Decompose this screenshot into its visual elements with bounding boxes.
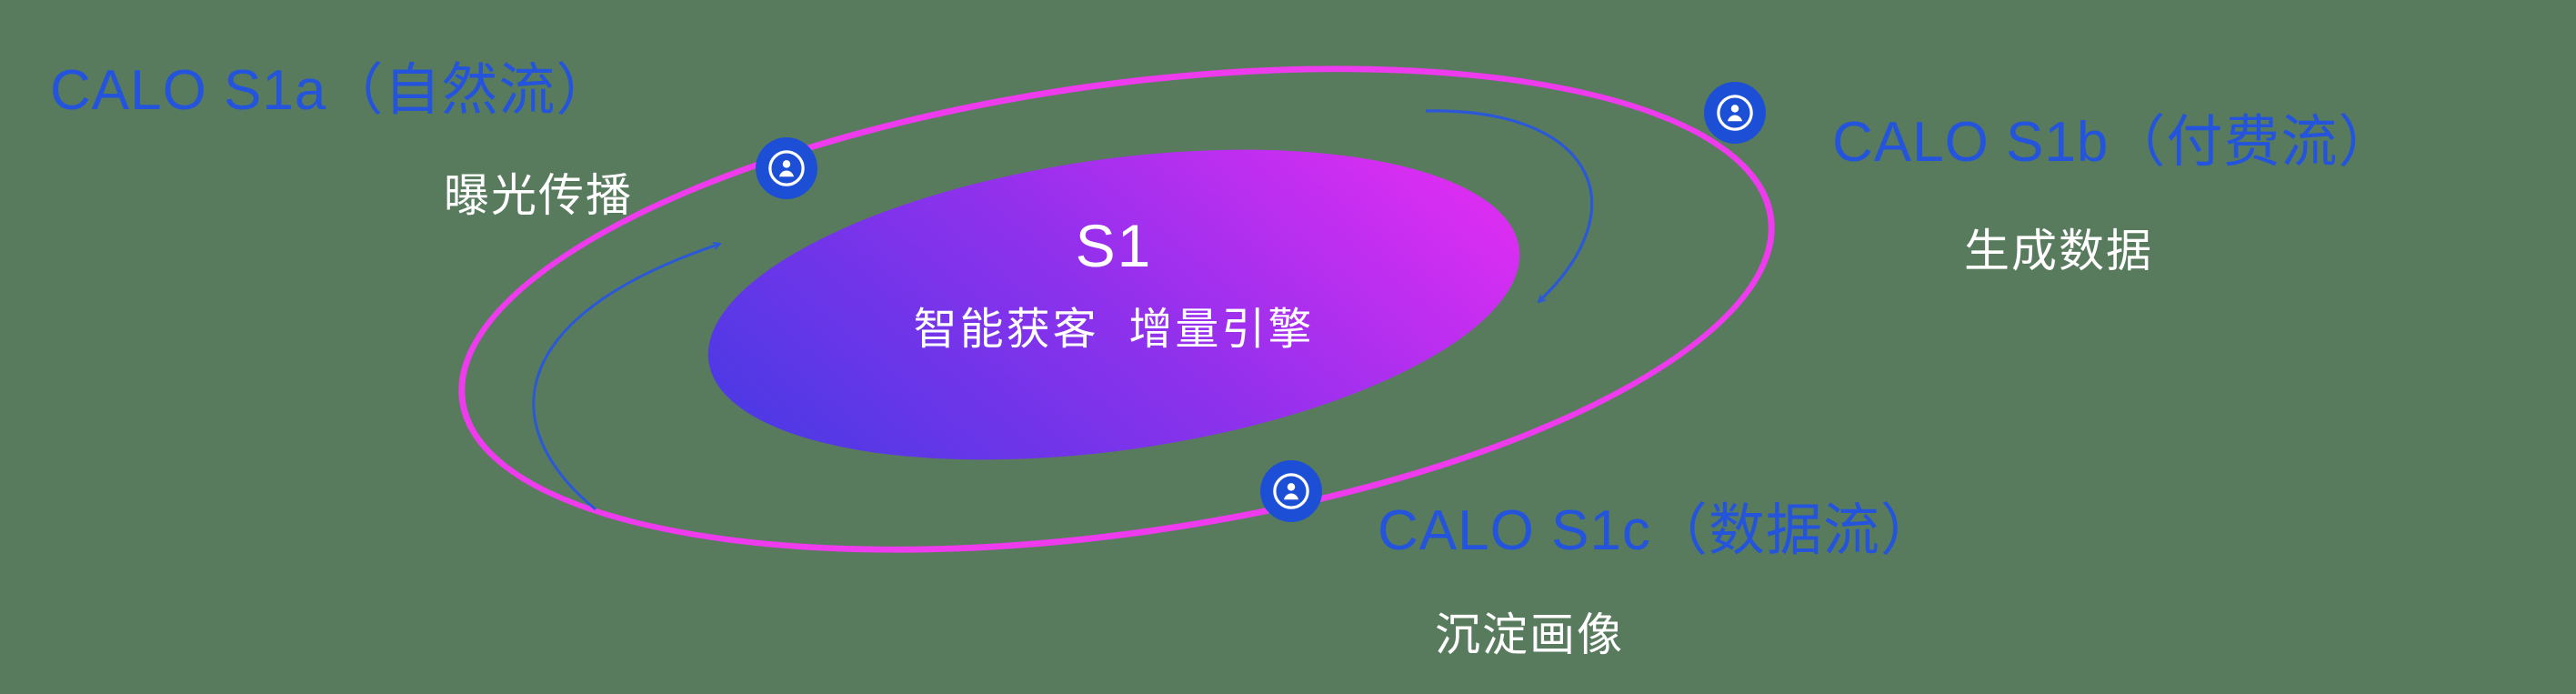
- core-text: S1 智能获客 增量引擎: [818, 211, 1409, 357]
- user-circle-icon: [759, 141, 814, 196]
- node-s1c-sublabel: 沉淀画像: [1435, 609, 1624, 660]
- node-s1c: [1260, 460, 1322, 522]
- node-s1b-sublabel: 生成数据: [1964, 226, 2153, 277]
- node-s1c-label: CALO S1c（数据流）: [1378, 499, 1938, 562]
- node-s1a-sublabel: 曝光传播: [444, 170, 633, 221]
- node-s1b: [1704, 82, 1766, 144]
- core-subtitle: 智能获客 增量引擎: [913, 306, 1315, 354]
- node-s1a-label: CALO S1a（自然流）: [50, 59, 614, 122]
- node-s1b-label: CALO S1b（付费流）: [1832, 111, 2396, 174]
- node-s1a: [756, 137, 817, 199]
- core-title: S1: [1075, 212, 1153, 279]
- user-circle-icon: [1264, 464, 1318, 518]
- user-circle-icon: [1708, 85, 1762, 140]
